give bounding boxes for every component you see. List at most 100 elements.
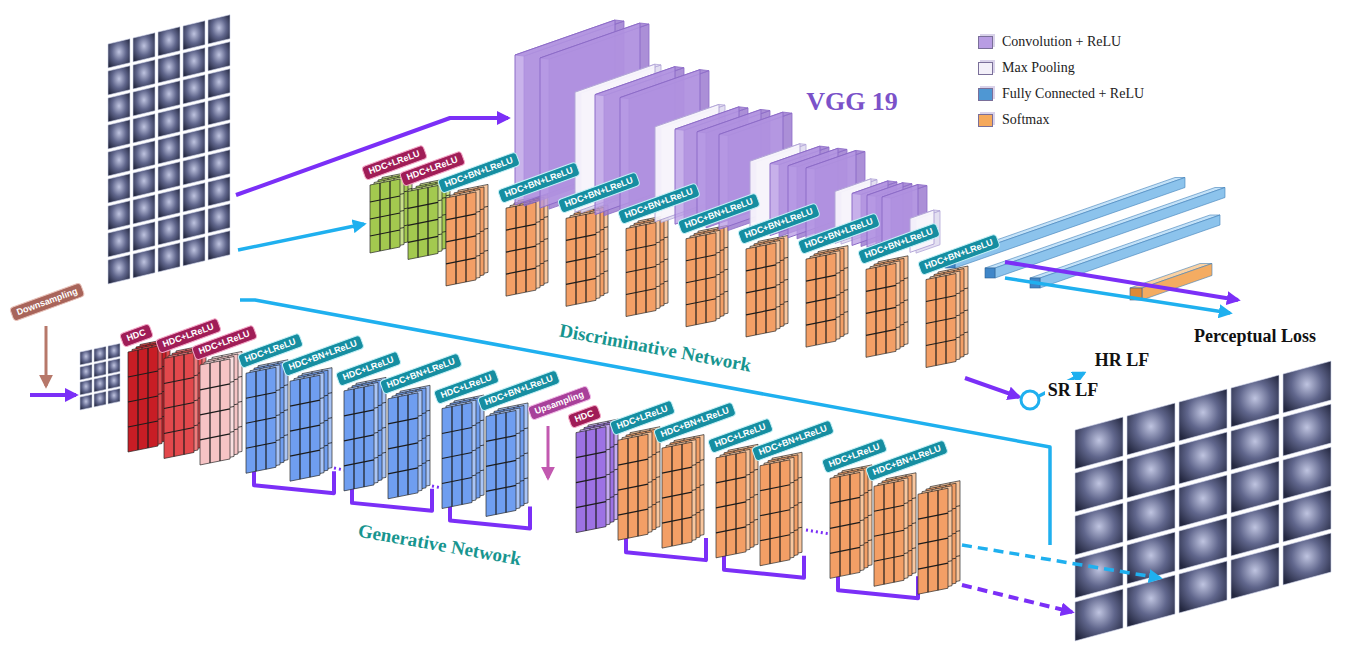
block-grid <box>662 517 692 523</box>
dotted-link <box>432 486 442 488</box>
block-grid <box>370 196 400 202</box>
tag-text: HDC <box>573 408 595 424</box>
block-grid <box>626 289 656 295</box>
block-slab <box>760 460 790 566</box>
discriminator-input <box>238 224 364 250</box>
view-image <box>108 120 130 149</box>
view-image <box>1179 432 1227 484</box>
diagram-label: Perceptual Loss <box>1191 326 1319 347</box>
block-grid <box>200 384 230 390</box>
block-slab <box>926 274 956 368</box>
block-grid <box>128 421 158 427</box>
legend-swatch <box>978 36 993 49</box>
block-grid <box>686 277 716 283</box>
view-image <box>158 135 180 164</box>
layer-block <box>576 419 618 533</box>
layer-block <box>506 195 548 297</box>
view-image <box>94 361 106 377</box>
tag-text: HDC+BN+LReLU <box>623 186 694 220</box>
view-image <box>208 177 230 206</box>
view-image <box>1283 533 1331 585</box>
block-slab <box>344 385 374 491</box>
diagram-label: Discriminative Network <box>554 319 755 377</box>
block-grid <box>344 460 374 466</box>
block-slab <box>686 233 716 327</box>
block-grid <box>918 538 948 544</box>
view-image <box>94 346 106 362</box>
block-slab <box>918 488 948 594</box>
block-slab <box>246 367 276 473</box>
view-image <box>108 358 120 374</box>
view-image <box>183 210 205 239</box>
block-grid <box>408 202 438 208</box>
block-grid <box>200 409 230 415</box>
layer-block <box>866 256 908 358</box>
block-grid <box>486 460 516 466</box>
tag-text: HDC+BN+LReLU <box>863 226 934 260</box>
layer-tag: HDC <box>119 323 154 348</box>
block-slab <box>746 243 776 337</box>
block-grid <box>830 522 860 528</box>
view-image <box>108 388 120 404</box>
view-image <box>133 222 155 251</box>
block-grid <box>576 502 606 508</box>
view-image <box>1179 561 1227 613</box>
block-grid <box>806 319 836 325</box>
block-slab <box>662 442 692 548</box>
diagram-label: Generative Network <box>354 519 526 570</box>
view-image <box>1127 403 1175 455</box>
block-grid <box>866 307 896 313</box>
view-image <box>183 183 205 212</box>
block-slab <box>388 393 418 499</box>
view-image <box>133 60 155 89</box>
view-image <box>183 237 205 266</box>
hr-light-field <box>108 15 230 284</box>
block-grid <box>388 443 418 449</box>
discriminator-output <box>965 378 1019 397</box>
legend-swatch <box>978 114 993 127</box>
view-image <box>1179 518 1227 570</box>
layer-block <box>874 473 916 587</box>
view-image <box>108 174 130 203</box>
block-grid <box>566 256 596 262</box>
view-image <box>108 39 130 68</box>
view-image <box>133 249 155 278</box>
block-slab <box>486 410 516 516</box>
layer-block <box>442 395 484 509</box>
view-image <box>1075 589 1123 641</box>
block-slab <box>290 375 320 481</box>
light-field-grids <box>80 15 1331 641</box>
layer-block <box>344 377 386 491</box>
view-image <box>158 189 180 218</box>
view-image <box>158 81 180 110</box>
block-slab <box>408 185 438 259</box>
layer-tag: HDC <box>567 404 602 429</box>
block-grid <box>926 318 956 324</box>
view-image <box>208 96 230 125</box>
diagram-label: SR LF <box>1045 380 1102 401</box>
block-grid <box>926 340 956 346</box>
view-image <box>158 54 180 83</box>
view-image <box>183 102 205 131</box>
block-grid <box>246 417 276 423</box>
block-grid <box>874 530 904 536</box>
view-image <box>1127 489 1175 541</box>
block-grid <box>486 485 516 491</box>
layer-block <box>618 427 660 541</box>
block-grid <box>830 547 860 553</box>
block-grid <box>918 563 948 569</box>
view-image <box>133 87 155 116</box>
view-image <box>208 231 230 260</box>
layer-block <box>246 360 288 474</box>
block-grid <box>446 258 476 264</box>
block-grid <box>874 555 904 561</box>
layer-block <box>290 368 332 482</box>
view-image <box>1075 460 1123 512</box>
block-grid <box>164 377 194 383</box>
block-grid <box>576 452 606 458</box>
legend-swatch <box>978 88 993 101</box>
layer-block <box>686 225 728 327</box>
block-grid <box>618 459 648 465</box>
view-image <box>1283 361 1331 413</box>
